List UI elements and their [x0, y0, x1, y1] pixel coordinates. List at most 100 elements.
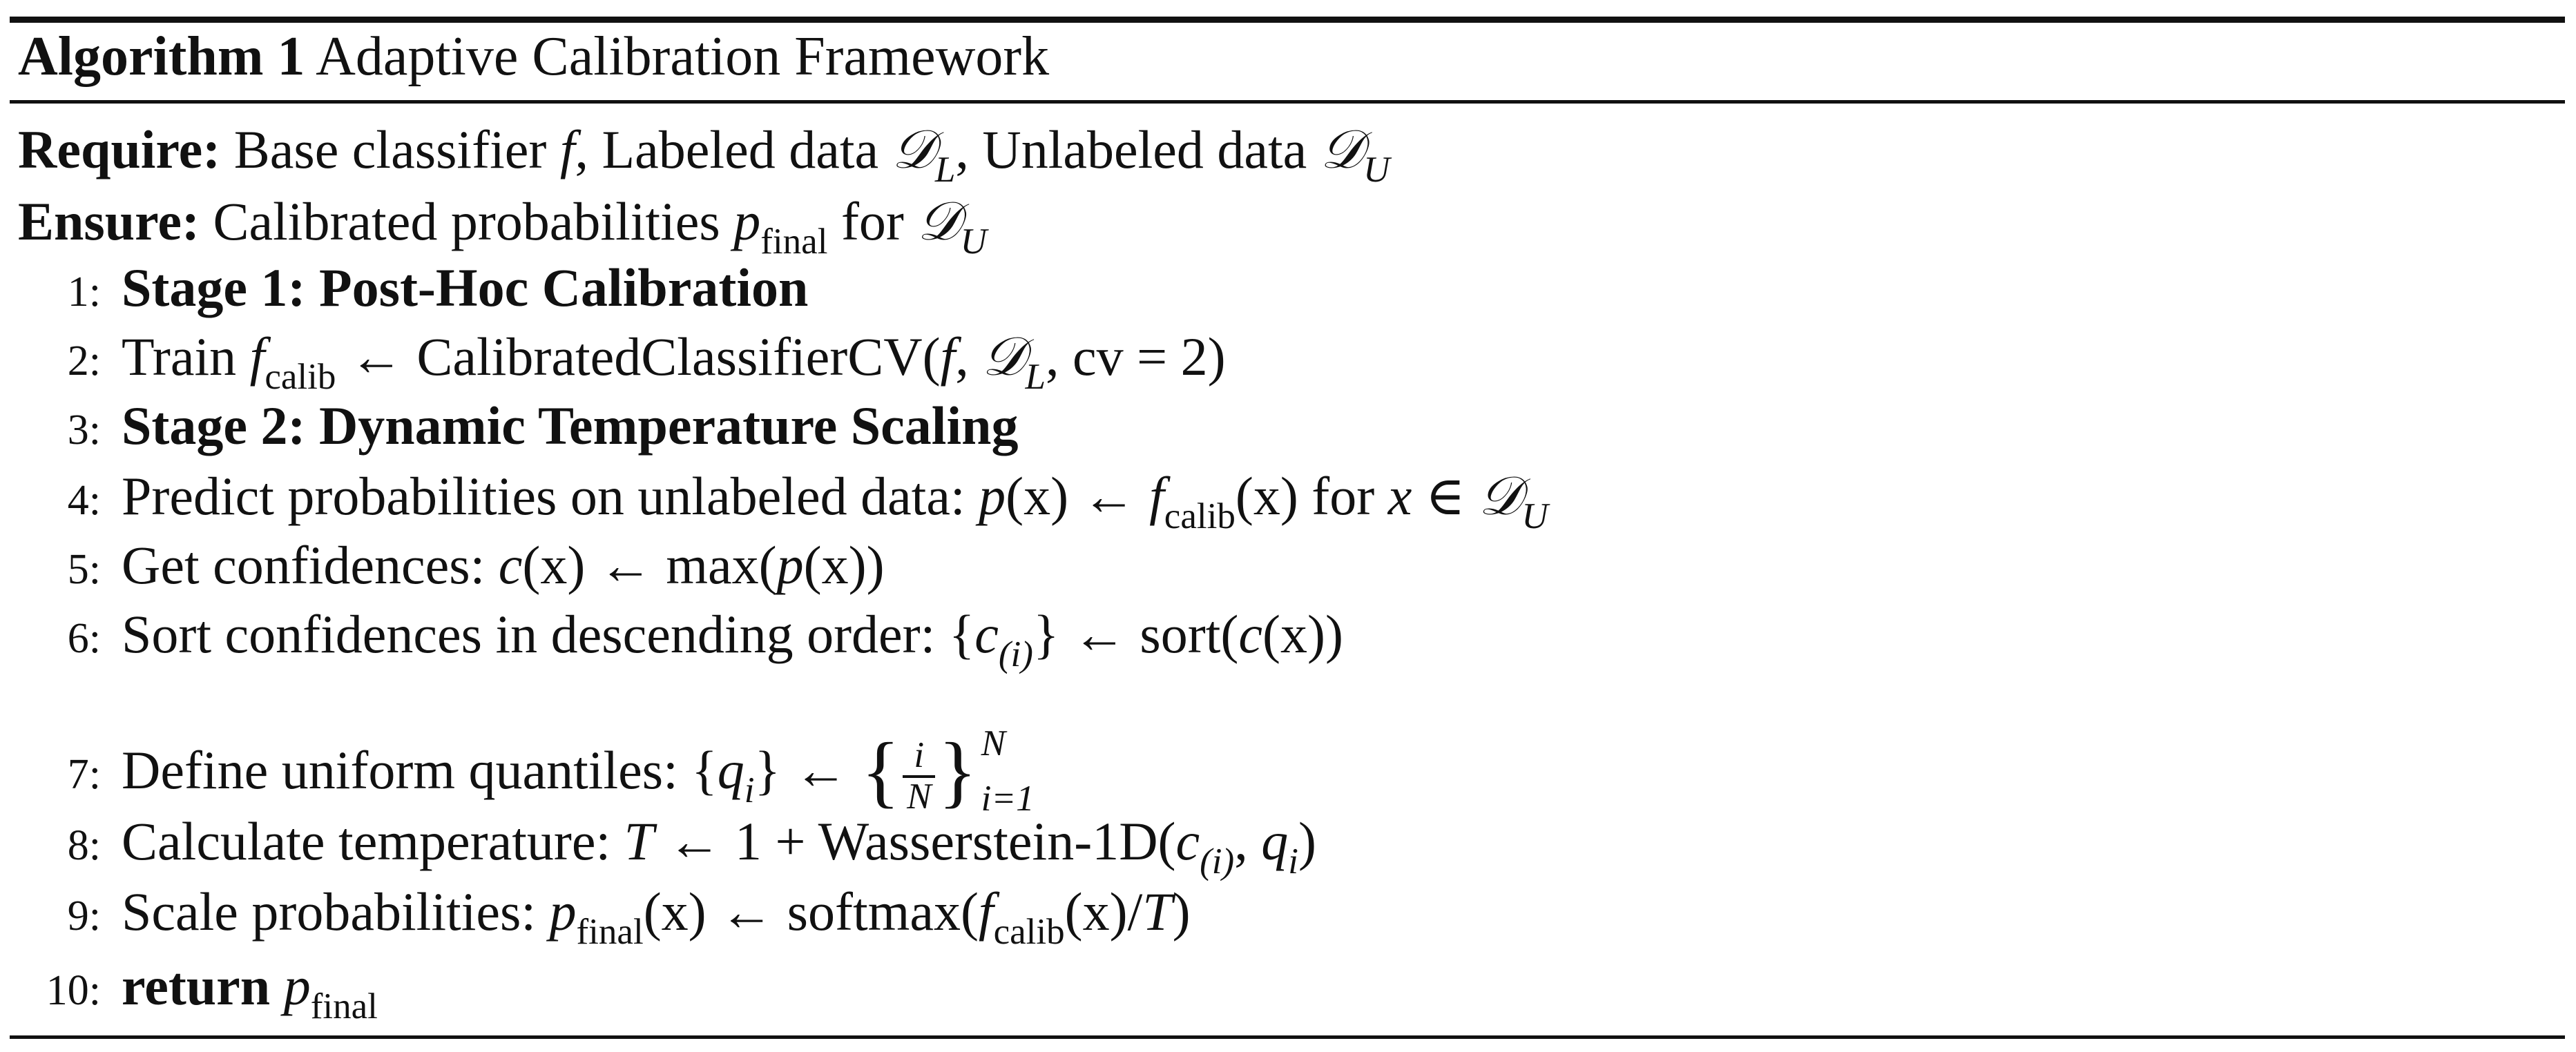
step-4-calib-sub: calib	[1164, 496, 1236, 537]
step-8: 8:Calculate temperature: T ← 1 + Wassers…	[18, 815, 1316, 880]
step-6-i-sub: (i)	[998, 634, 1033, 675]
step-2: 2:Train fcalib ← CalibratedClassifierCV(…	[18, 327, 1226, 396]
ensure-text-1: Calibrated probabilities	[213, 191, 720, 251]
step-8-c: c	[1175, 811, 1200, 871]
step-2-l-sub: L	[1025, 357, 1046, 398]
step-2-expr: ← CalibratedClassifierCV(	[349, 327, 941, 387]
require-f: f	[559, 119, 575, 179]
step-10: 10:return pfinal	[18, 960, 378, 1025]
step-4-in: ∈	[1425, 466, 1465, 526]
step-10-p: p	[283, 956, 311, 1016]
ensure-p: p	[733, 191, 761, 251]
step-number: 2:	[67, 338, 101, 384]
step-8-q: q	[1261, 811, 1289, 871]
step-number: 1:	[67, 269, 101, 315]
step-8-text: Calculate temperature:	[122, 811, 611, 871]
step-6-arrow: ← sort(	[1072, 604, 1239, 664]
step-5-expr: (x) ← max(	[522, 535, 777, 595]
step-6-open: {	[948, 604, 975, 664]
step-5-c: c	[498, 535, 523, 595]
bottom-rule	[10, 1035, 2565, 1039]
ensure-label: Ensure:	[18, 191, 200, 251]
step-8-sep: ,	[1234, 811, 1262, 871]
step-2-tail: , cv = 2)	[1045, 327, 1226, 387]
step-1-heading: Stage 1: Post-Hoc Calibration	[122, 257, 809, 318]
limit-upper: N	[981, 723, 1006, 763]
require-dl: 𝒟	[892, 119, 935, 181]
step-5-tail: (x))	[803, 535, 885, 595]
step-6-tail: (x))	[1262, 604, 1343, 664]
step-2-f2: f	[940, 327, 956, 387]
step-number: 8:	[67, 822, 101, 869]
step-2-f: f	[249, 327, 265, 387]
step-7-text: Define uniform quantiles:	[122, 739, 678, 800]
step-4-d: 𝒟	[1479, 465, 1522, 527]
step-2-d: 𝒟	[982, 326, 1026, 388]
step-8-i-sub: (i)	[1200, 841, 1235, 882]
algorithm-label: Algorithm 1	[18, 26, 305, 87]
require-text-2: , Labeled data	[575, 119, 879, 179]
step-9-end: )	[1172, 881, 1191, 942]
step-6-close: }	[1032, 604, 1059, 664]
require-label: Require:	[18, 119, 221, 179]
step-9-tail: (x)/	[1064, 881, 1143, 942]
step-number: 7:	[67, 750, 101, 798]
step-7-big-open: {	[861, 726, 901, 816]
ensure-d: 𝒟	[917, 191, 961, 253]
fraction-numerator: i	[903, 737, 936, 778]
require-text-3: , Unlabeled data	[955, 119, 1307, 179]
step-9-t: T	[1142, 881, 1173, 942]
step-7-big-close: }	[938, 726, 977, 816]
step-5: 5:Get confidences: c(x) ← max(p(x))	[18, 538, 885, 592]
step-2-calib-sub: calib	[265, 357, 336, 398]
limit-lower: i=1	[981, 778, 1035, 819]
step-9-calib-sub: calib	[993, 912, 1065, 953]
step-6-text: Sort confidences in descending order:	[122, 604, 936, 664]
step-4-f: f	[1149, 466, 1164, 526]
step-9-text: Scale probabilities:	[122, 881, 537, 942]
header-rule	[10, 100, 2565, 104]
step-1: 1:Stage 1: Post-Hoc Calibration	[18, 261, 809, 315]
step-2-sep: ,	[955, 327, 983, 387]
step-7-arrow: ←	[794, 739, 848, 800]
ensure-line: Ensure: Calibrated probabilities pfinal …	[18, 195, 987, 260]
step-9-final-sub: final	[576, 912, 644, 953]
step-9: 9:Scale probabilities: pfinal(x) ← softm…	[18, 885, 1191, 951]
require-du: 𝒟	[1320, 119, 1364, 181]
step-4-for: for	[1311, 466, 1375, 526]
ensure-u-sub: U	[960, 222, 987, 262]
step-4-p: p	[979, 466, 1006, 526]
require-l-sub: L	[934, 150, 956, 191]
step-6-c2: c	[1238, 604, 1263, 664]
step-6: 6:Sort confidences in descending order: …	[18, 604, 1343, 673]
step-6-c: c	[974, 604, 999, 664]
step-7-open: {	[691, 739, 718, 800]
step-3-heading: Stage 2: Dynamic Temperature Scaling	[122, 396, 1019, 456]
step-number: 4:	[67, 477, 101, 524]
step-4-fx: (x)	[1235, 466, 1298, 526]
algorithm-caption: Algorithm 1 Adaptive Calibration Framewo…	[18, 29, 1049, 84]
ensure-final-sub: final	[760, 222, 828, 262]
step-4-px: (x) ←	[1006, 466, 1136, 526]
step-9-expr: (x) ← softmax(	[643, 881, 979, 942]
step-9-f: f	[978, 881, 994, 942]
require-u-sub: U	[1363, 150, 1390, 191]
step-4-x: x	[1387, 466, 1412, 526]
step-7-close: }	[754, 739, 780, 800]
step-8-expr: ← 1 + Wasserstein-1D(	[667, 811, 1176, 871]
step-number: 5:	[67, 546, 101, 593]
ensure-text-2: for	[840, 191, 904, 251]
top-rule	[10, 17, 2565, 23]
step-5-text: Get confidences:	[122, 535, 486, 595]
step-7-q: q	[717, 739, 744, 800]
step-10-final-sub: final	[310, 986, 378, 1027]
step-number: 9:	[67, 893, 101, 939]
step-9-p: p	[549, 881, 577, 942]
step-10-return: return	[122, 956, 271, 1016]
step-number: 10:	[46, 967, 101, 1014]
step-8-tail: )	[1298, 811, 1316, 871]
step-number: 6:	[67, 615, 101, 662]
